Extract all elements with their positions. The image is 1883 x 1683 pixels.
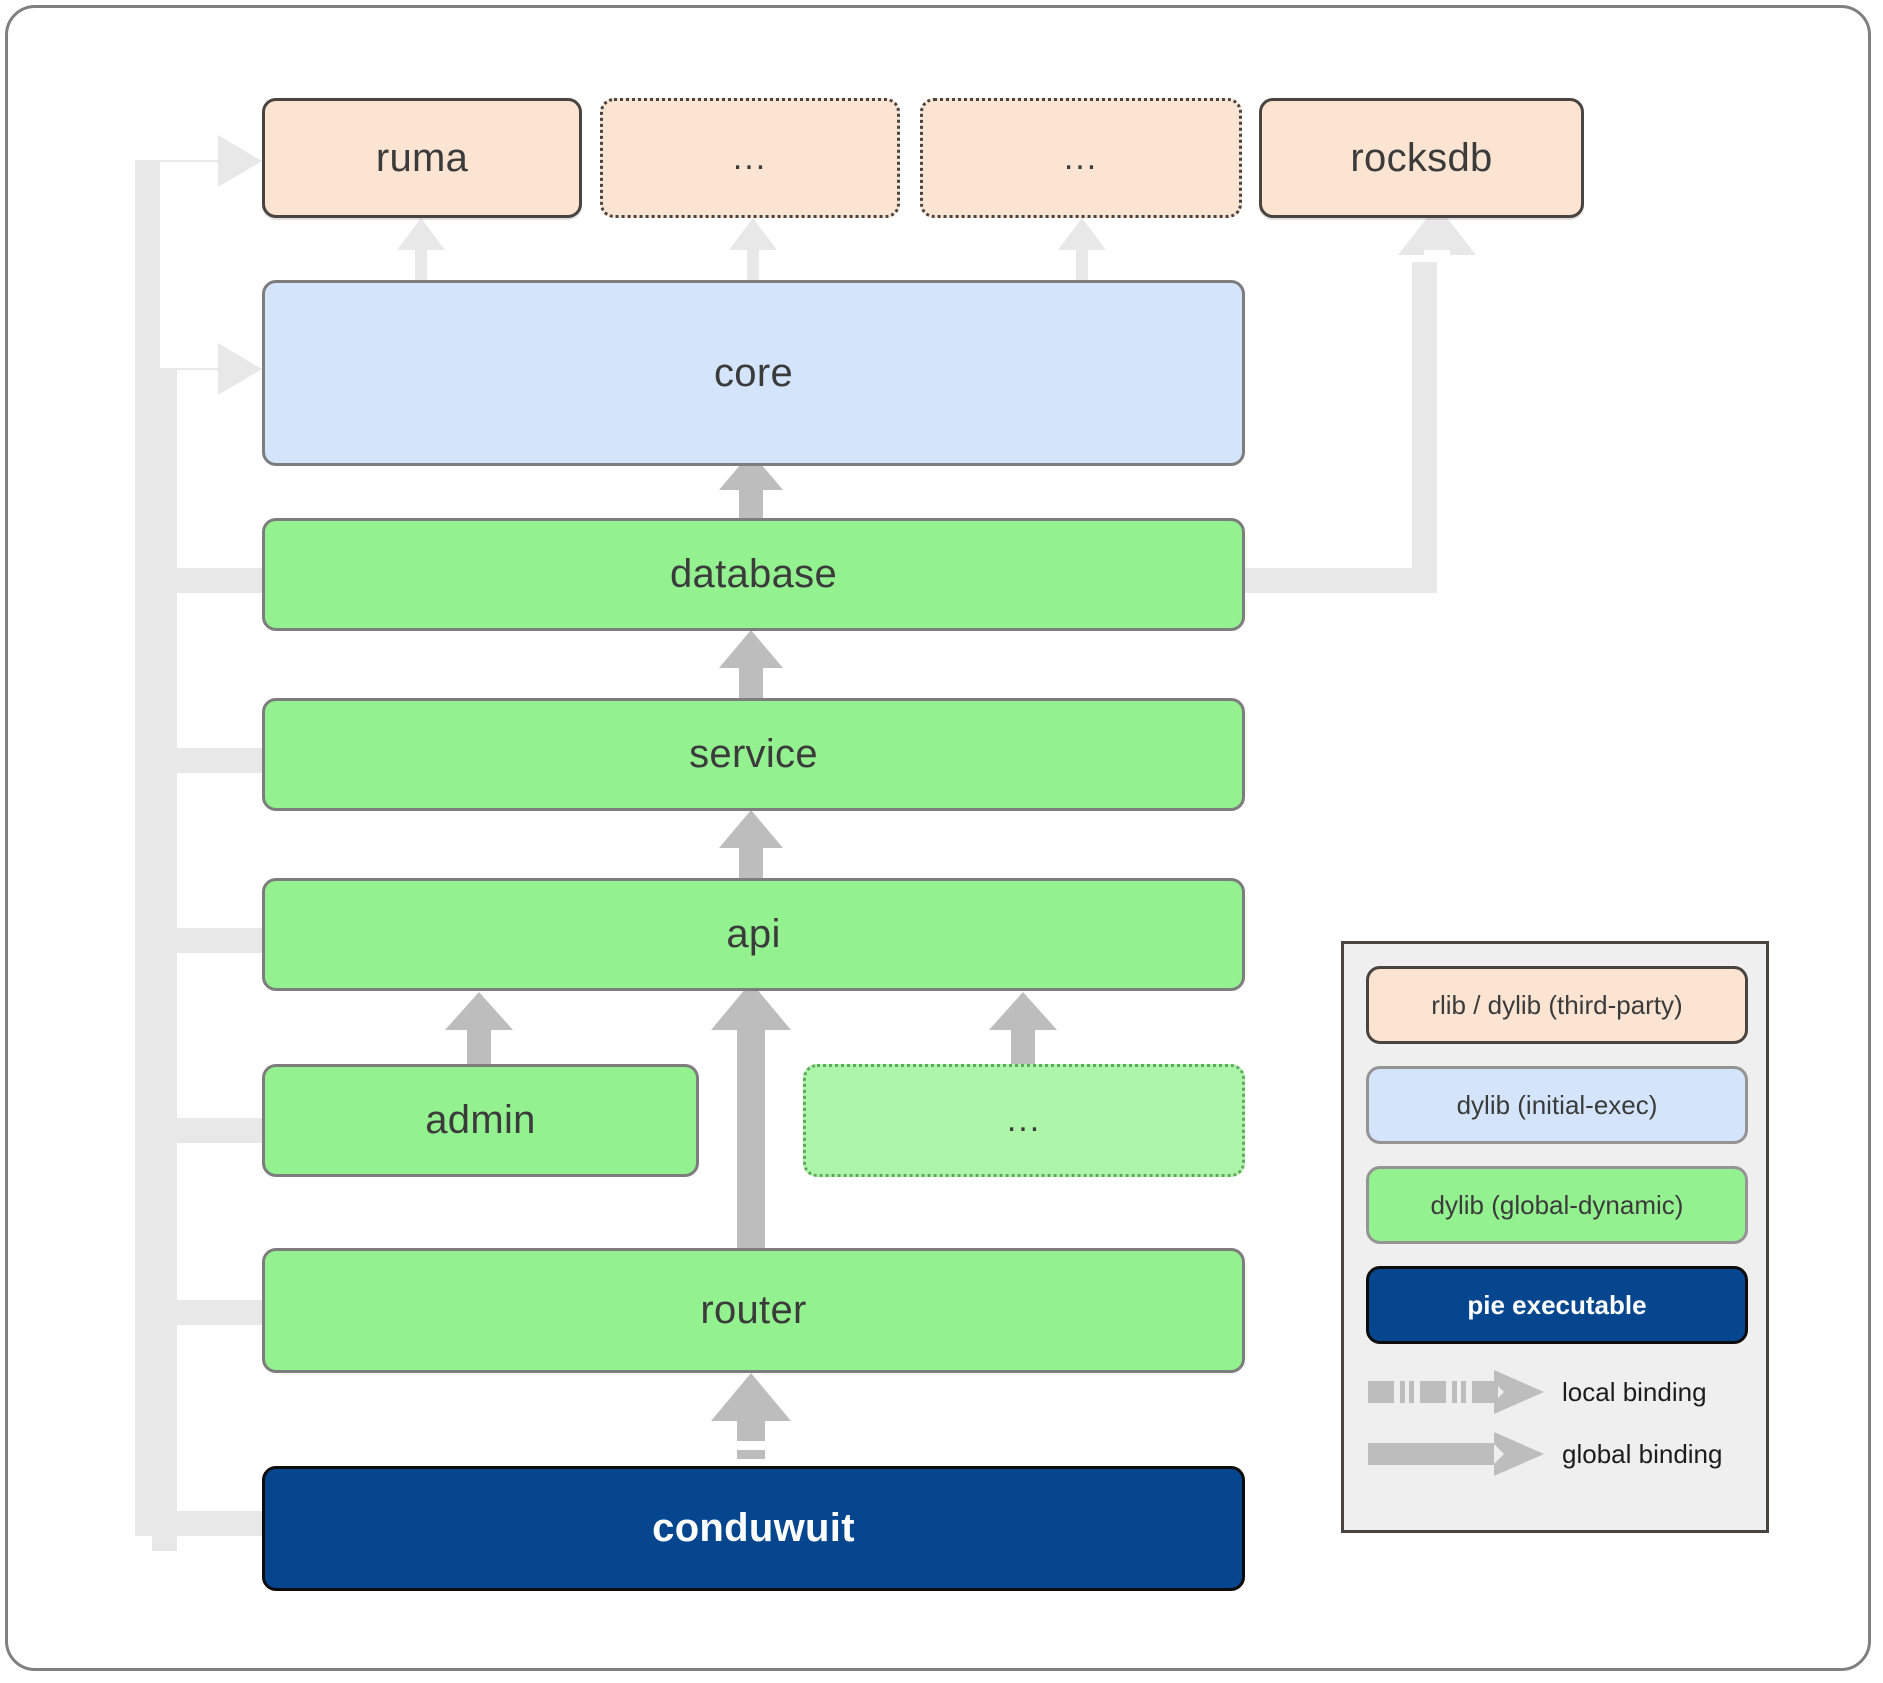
legend-arrow-local-binding-label: local binding: [1562, 1376, 1707, 1407]
node-third-b[interactable]: ...: [920, 98, 1242, 218]
legend-swatch-pie: pie executable: [1366, 1266, 1748, 1344]
legend-arrow-local-binding-row: local binding: [1366, 1364, 1750, 1420]
node-core[interactable]: core: [262, 280, 1245, 466]
node-database-label: database: [670, 552, 837, 596]
legend-arrow-global-binding-row: global binding: [1366, 1426, 1750, 1482]
legend-swatch-third-party: rlib / dylib (third-party): [1366, 966, 1748, 1044]
node-admin[interactable]: admin: [262, 1064, 699, 1177]
node-third-a[interactable]: ...: [600, 98, 900, 218]
local-binding-arrow-icon: [1368, 1370, 1544, 1414]
node-admin-label: admin: [425, 1098, 536, 1142]
node-api-label: api: [726, 912, 781, 956]
legend-swatch-third-party-label: rlib / dylib (third-party): [1431, 989, 1683, 1020]
node-plugin[interactable]: ...: [803, 1064, 1245, 1177]
legend-panel: rlib / dylib (third-party) dylib (initia…: [1341, 941, 1769, 1533]
legend-swatch-initial-exec-label: dylib (initial-exec): [1456, 1089, 1658, 1120]
node-third-b-label: ...: [1063, 138, 1099, 177]
node-service[interactable]: service: [262, 698, 1245, 811]
node-service-label: service: [689, 732, 818, 776]
node-third-a-label: ...: [732, 138, 768, 177]
node-rocksdb-label: rocksdb: [1350, 135, 1493, 180]
node-router-label: router: [700, 1288, 807, 1332]
node-rocksdb[interactable]: rocksdb: [1259, 98, 1584, 218]
node-database[interactable]: database: [262, 518, 1245, 631]
node-ruma[interactable]: ruma: [262, 98, 582, 218]
legend-swatch-global-dynamic-label: dylib (global-dynamic): [1430, 1189, 1684, 1220]
node-plugin-label: ...: [1006, 1101, 1042, 1139]
node-conduwuit[interactable]: conduwuit: [262, 1466, 1245, 1591]
legend-swatch-global-dynamic: dylib (global-dynamic): [1366, 1166, 1748, 1244]
global-binding-arrow-icon: [1368, 1432, 1544, 1476]
node-ruma-label: ruma: [375, 135, 469, 180]
node-api[interactable]: api: [262, 878, 1245, 991]
node-router[interactable]: router: [262, 1248, 1245, 1373]
node-core-label: core: [713, 350, 793, 395]
legend-arrow-global-binding-label: global binding: [1562, 1438, 1723, 1469]
legend-swatch-initial-exec: dylib (initial-exec): [1366, 1066, 1748, 1144]
node-conduwuit-label: conduwuit: [652, 1506, 855, 1550]
legend-swatch-pie-label: pie executable: [1467, 1289, 1647, 1320]
